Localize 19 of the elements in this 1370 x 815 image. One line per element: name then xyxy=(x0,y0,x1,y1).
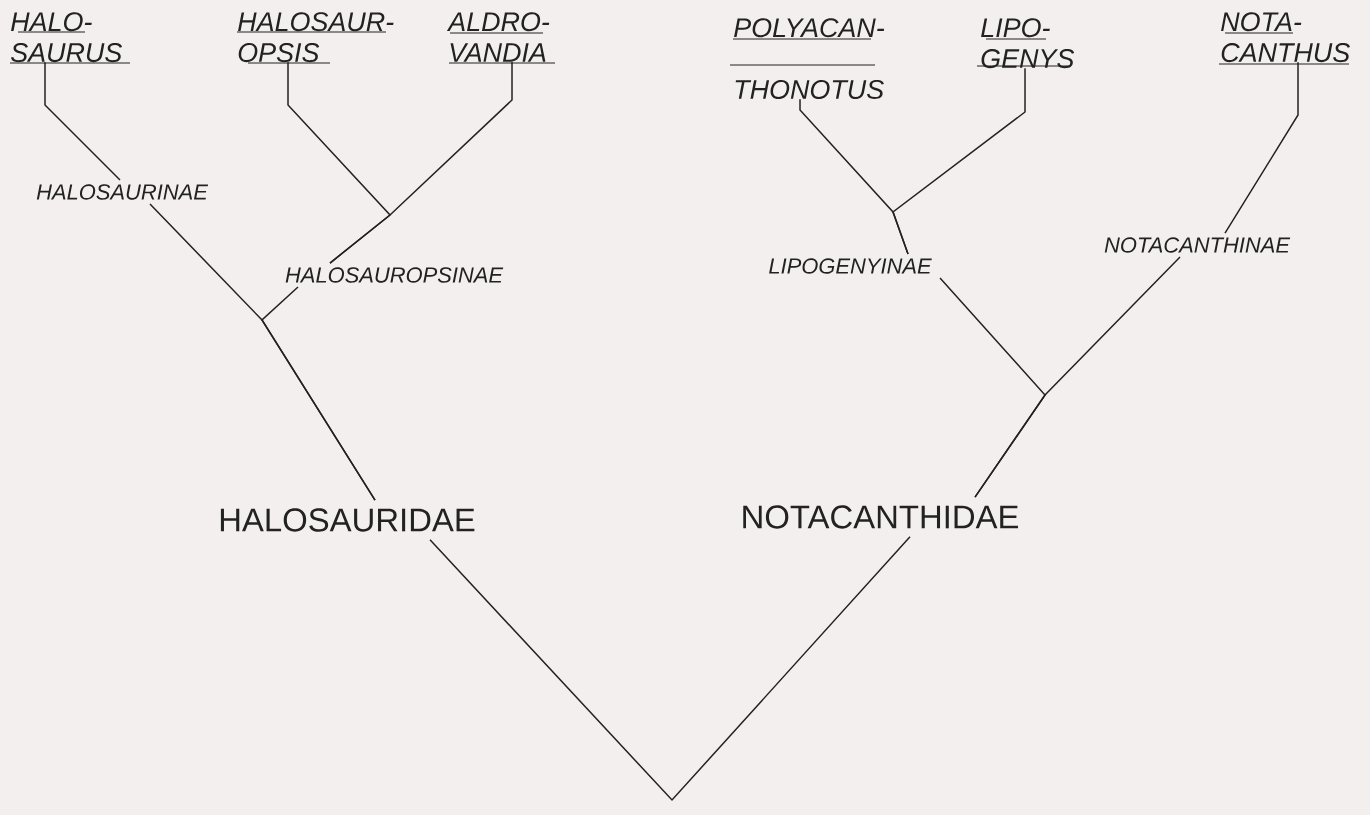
branch-line xyxy=(974,256,1181,498)
genus-label: ALDRO- VANDIA xyxy=(446,12,556,64)
genus-label: HALOSAUR- OPSIS xyxy=(236,12,394,64)
family-label: HALOSAURIDAE xyxy=(220,508,475,532)
branch-line xyxy=(429,536,911,802)
subfamily-label: LIPOGENYINAE xyxy=(769,258,932,274)
genus-label: LIPO- GENYS xyxy=(976,18,1075,69)
subfamily-label: HALOSAURINAE xyxy=(36,184,209,200)
subfamily-label: NOTACANTHINAE xyxy=(1104,237,1291,253)
genus-label: HALO- SAURUS xyxy=(9,12,131,64)
branch-line xyxy=(44,61,121,181)
branch-line xyxy=(261,286,376,501)
branch-line xyxy=(892,67,1026,255)
branch-line xyxy=(329,61,513,264)
genus-label: POLYACAN- THONOTUS xyxy=(729,18,885,99)
subfamily-label: HALOSAUROPSINAE xyxy=(285,267,504,283)
family-label: NOTACANTHIDAE xyxy=(743,505,1019,529)
genus-label: NOTA- CANTHUS xyxy=(1218,12,1350,65)
branch-line xyxy=(1224,61,1299,234)
